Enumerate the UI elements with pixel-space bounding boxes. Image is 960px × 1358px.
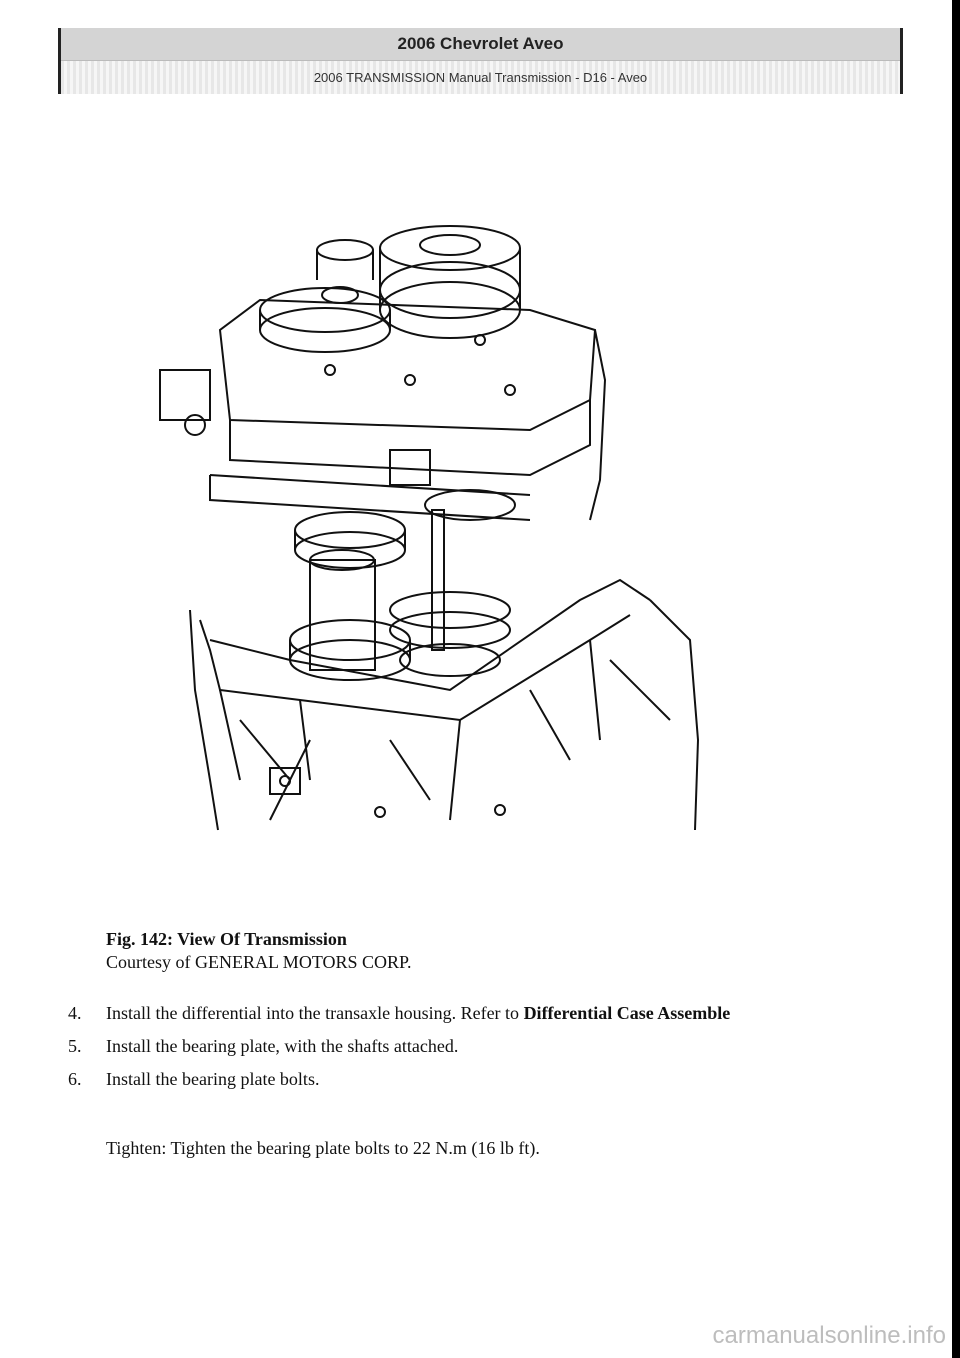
step-text: Install the bearing plate bolts.: [106, 1069, 320, 1089]
differential-case-link[interactable]: Differential Case Assemble: [523, 1003, 731, 1023]
header-title: 2006 Chevrolet Aveo: [61, 28, 900, 61]
figure-caption: Fig. 142: View Of Transmission Courtesy …: [106, 928, 412, 974]
right-page-border: [952, 0, 960, 1358]
transmission-illustration: [159, 225, 700, 831]
header-subtitle: 2006 TRANSMISSION Manual Transmission - …: [61, 61, 900, 94]
list-item: 5. Install the bearing plate, with the s…: [68, 1035, 828, 1058]
figure-courtesy: Courtesy of GENERAL MOTORS CORP.: [106, 952, 412, 972]
step-number: 5.: [68, 1036, 82, 1056]
tighten-text: Tighten the bearing plate bolts to 22 N.…: [170, 1138, 540, 1158]
tighten-note: Tighten: Tighten the bearing plate bolts…: [106, 1138, 540, 1159]
step-text: Install the differential into the transa…: [106, 1003, 731, 1023]
procedure-steps: 4. Install the differential into the tra…: [68, 1002, 828, 1101]
tighten-label: Tighten:: [106, 1138, 167, 1158]
step-text: Install the bearing plate, with the shaf…: [106, 1036, 459, 1056]
page-header: 2006 Chevrolet Aveo 2006 TRANSMISSION Ma…: [58, 28, 903, 94]
step-number: 6.: [68, 1069, 82, 1089]
watermark: carmanualsonline.info: [712, 1322, 946, 1349]
list-item: 4. Install the differential into the tra…: [68, 1002, 828, 1025]
list-item: 6. Install the bearing plate bolts.: [68, 1068, 828, 1091]
figure-number: Fig. 142: View Of Transmission: [106, 929, 347, 949]
step-number: 4.: [68, 1003, 82, 1023]
